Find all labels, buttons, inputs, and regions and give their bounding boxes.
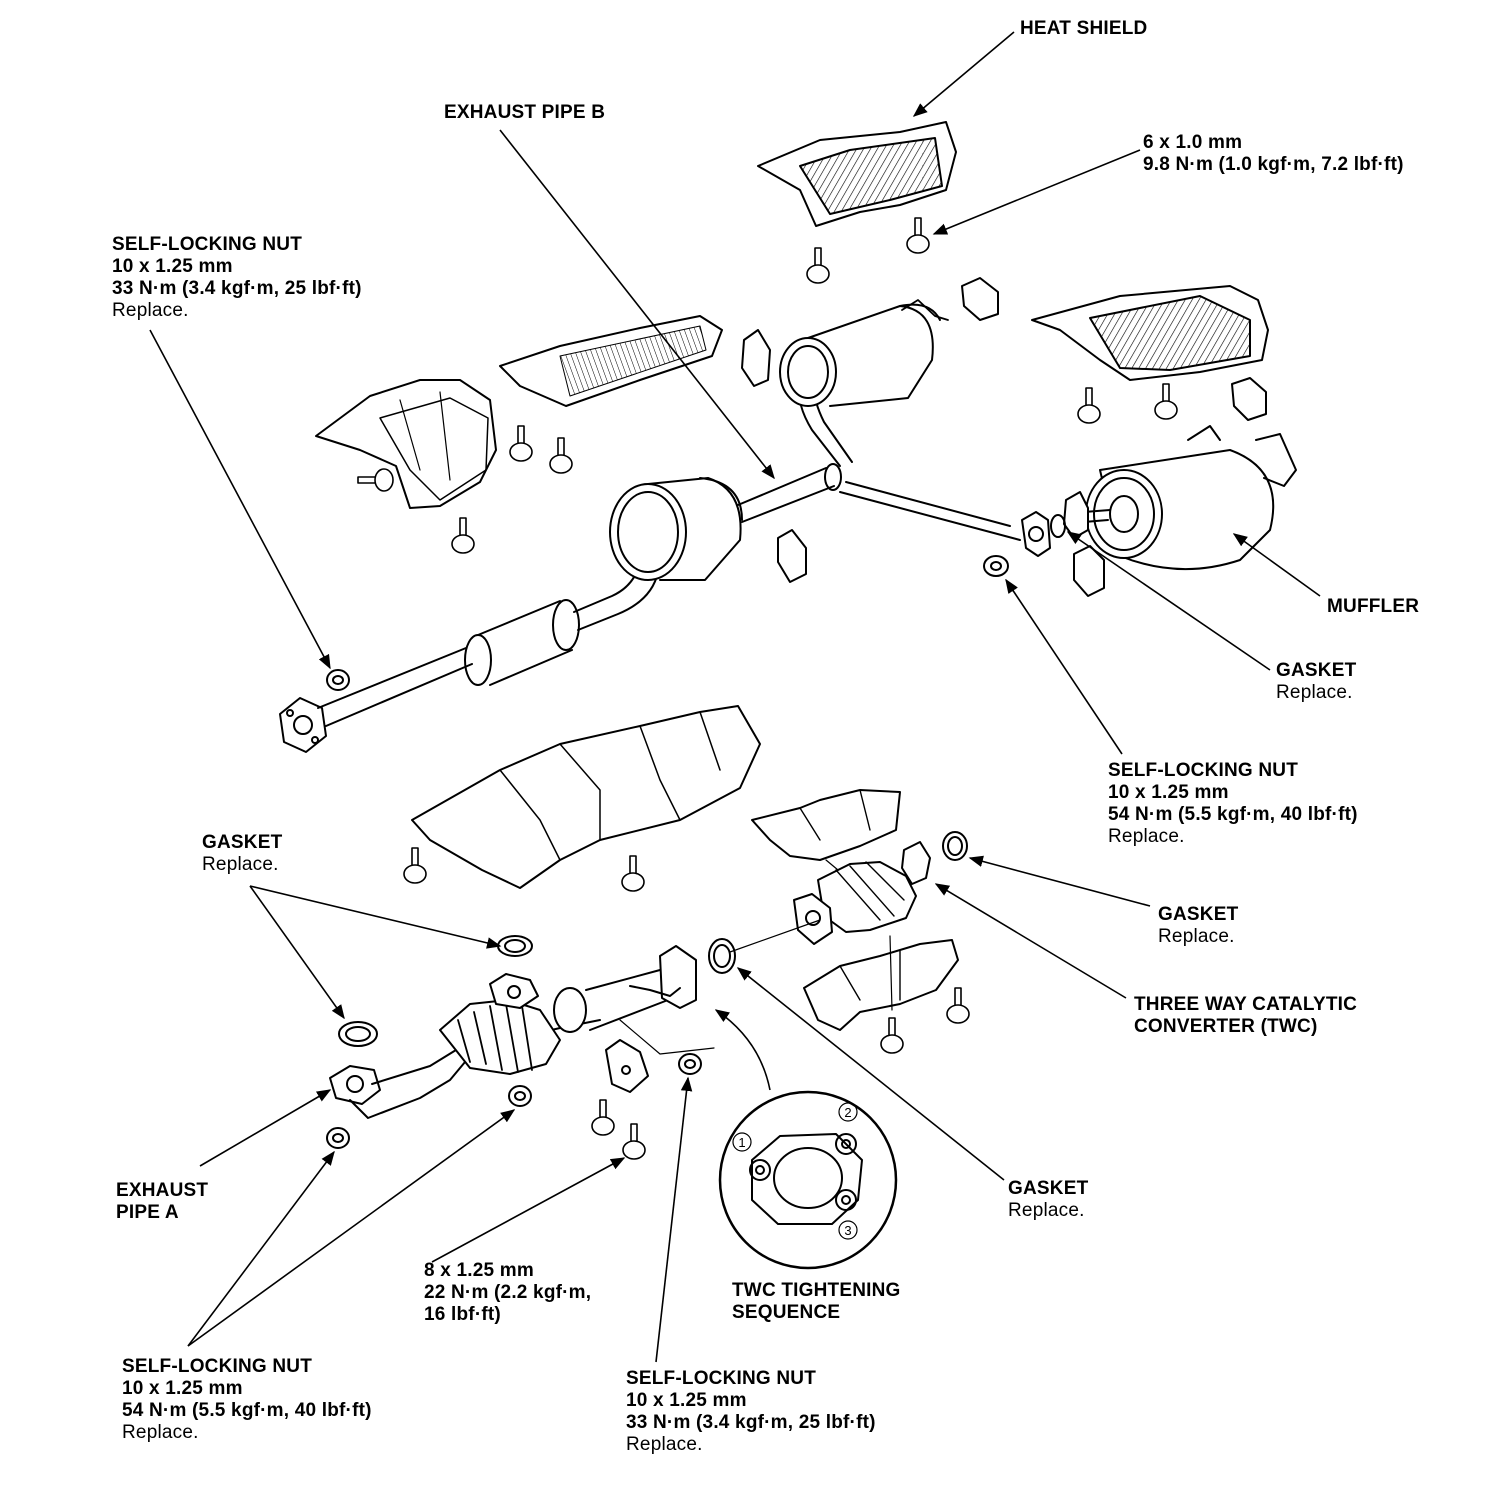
bolt-8mm-torque2: 16 lbf·ft) <box>424 1304 501 1325</box>
nut-upper-left-name: SELF-LOCKING NUT <box>112 234 303 255</box>
label-nut-right: SELF-LOCKING NUT 10 x 1.25 mm 54 N·m (5.… <box>1108 760 1358 848</box>
label-bolt-8mm: 8 x 1.25 mm 22 N·m (2.2 kgf·m, 16 lbf·ft… <box>424 1260 591 1326</box>
exhaust-pipe-b <box>279 379 1051 753</box>
nut-bottom-mid-size: 10 x 1.25 mm <box>626 1390 747 1411</box>
sequence-step-3: 3 <box>844 1223 851 1238</box>
muffler-label: MUFFLER <box>1327 596 1420 617</box>
nut-bottom-left-name: SELF-LOCKING NUT <box>122 1356 313 1377</box>
gasket-twc-rear-name: GASKET <box>1158 904 1239 925</box>
pipe-bracket <box>605 1039 649 1093</box>
gasket-twc-rear-note: Replace. <box>1158 926 1235 947</box>
twc-heat-shield-lower <box>803 939 959 1031</box>
label-nut-bottom-mid: SELF-LOCKING NUT 10 x 1.25 mm 33 N·m (3.… <box>626 1368 876 1456</box>
twc-sequence-line2: SEQUENCE <box>732 1302 841 1323</box>
leader-lines <box>149 31 1321 1363</box>
twc-line2: CONVERTER (TWC) <box>1134 1016 1318 1037</box>
twc-heat-shield-upper <box>751 789 901 861</box>
muffler <box>1063 425 1297 571</box>
heat-shield-upper-rear <box>757 121 957 227</box>
label-gasket-left: GASKET Replace. <box>202 832 282 876</box>
rubber-hangers <box>741 277 1267 597</box>
sequence-step-2: 2 <box>844 1105 851 1120</box>
nut-upper-left-size: 10 x 1.25 mm <box>112 256 233 277</box>
exhaust-pipe-a-line1: EXHAUST <box>116 1180 209 1201</box>
exhaust-pipe-a <box>329 945 697 1119</box>
heat-shield-front <box>315 379 497 509</box>
gasket-left-note: Replace. <box>202 854 279 875</box>
nut-bottom-left-size: 10 x 1.25 mm <box>122 1378 243 1399</box>
heat-shield-large-lower <box>411 705 761 889</box>
nut-bottom-left-torque: 54 N·m (5.5 kgf·m, 40 lbf·ft) <box>122 1400 372 1421</box>
sequence-step-1: 1 <box>738 1135 745 1150</box>
bolts <box>357 217 1178 1160</box>
label-nut-upper-left: SELF-LOCKING NUT 10 x 1.25 mm 33 N·m (3.… <box>112 234 362 322</box>
heat-shield-bolt-size: 6 x 1.0 mm <box>1143 132 1243 153</box>
label-nut-bottom-left: SELF-LOCKING NUT 10 x 1.25 mm 54 N·m (5.… <box>122 1356 372 1444</box>
nut-upper-left-torque: 33 N·m (3.4 kgf·m, 25 lbf·ft) <box>112 278 362 299</box>
nut-bottom-mid-note: Replace. <box>626 1434 703 1455</box>
gasket-left-name: GASKET <box>202 832 283 853</box>
nut-right-size: 10 x 1.25 mm <box>1108 782 1229 803</box>
label-twc: THREE WAY CATALYTIC CONVERTER (TWC) <box>1134 994 1357 1038</box>
label-exhaust-pipe-a: EXHAUST PIPE A <box>116 1180 208 1224</box>
nut-right-note: Replace. <box>1108 826 1185 847</box>
label-exhaust-pipe-b: EXHAUST PIPE B <box>444 102 605 124</box>
heat-shield-pipe-b <box>499 315 723 407</box>
label-gasket-twc-rear: GASKET Replace. <box>1158 904 1238 948</box>
nut-bottom-mid-torque: 33 N·m (3.4 kgf·m, 25 lbf·ft) <box>626 1412 876 1433</box>
upper-resonator <box>779 299 949 407</box>
twc-sequence-numbers: 1 2 3 <box>738 1105 851 1238</box>
bolt-8mm-torque1: 22 N·m (2.2 kgf·m, <box>424 1282 592 1303</box>
nut-upper-left-note: Replace. <box>112 300 189 321</box>
heat-shield-right <box>1031 285 1269 381</box>
nut-bottom-mid-name: SELF-LOCKING NUT <box>626 1368 817 1389</box>
twc-sequence-line1: TWC TIGHTENING <box>732 1280 901 1301</box>
nut-bottom-left-note: Replace. <box>122 1422 199 1443</box>
heat-shield-label: HEAT SHIELD <box>1020 18 1148 39</box>
twc-line1: THREE WAY CATALYTIC <box>1134 994 1358 1015</box>
gasket-twc-front-note: Replace. <box>1008 1200 1085 1221</box>
label-muffler: MUFFLER <box>1327 596 1419 618</box>
label-heat-shield: HEAT SHIELD <box>1020 18 1147 40</box>
twc-sequence-figure <box>718 1090 898 1270</box>
three-way-catalytic-converter <box>793 831 968 945</box>
gasket-twc-front-name: GASKET <box>1008 1178 1089 1199</box>
gasket-muffler-name: GASKET <box>1276 660 1357 681</box>
label-gasket-twc-front: GASKET Replace. <box>1008 1178 1088 1222</box>
right-self-locking-nut-part <box>983 555 1009 577</box>
muffler-gasket-part <box>1050 514 1066 538</box>
label-gasket-muffler: GASKET Replace. <box>1276 660 1356 704</box>
label-heat-shield-bolt: 6 x 1.0 mm 9.8 N·m (1.0 kgf·m, 7.2 lbf·f… <box>1143 132 1404 176</box>
lower-nuts <box>326 669 702 1149</box>
exhaust-pipe-a-line2: PIPE A <box>116 1202 179 1223</box>
bolt-8mm-size: 8 x 1.25 mm <box>424 1260 534 1281</box>
label-twc-sequence: TWC TIGHTENING SEQUENCE <box>732 1280 901 1324</box>
alignment-lines <box>619 859 893 1055</box>
gasket-muffler-note: Replace. <box>1276 682 1353 703</box>
heat-shield-bolt-torque: 9.8 N·m (1.0 kgf·m, 7.2 lbf·ft) <box>1143 154 1404 175</box>
nut-right-name: SELF-LOCKING NUT <box>1108 760 1299 781</box>
nut-right-torque: 54 N·m (5.5 kgf·m, 40 lbf·ft) <box>1108 804 1358 825</box>
exhaust-pipe-b-label: EXHAUST PIPE B <box>444 102 606 123</box>
